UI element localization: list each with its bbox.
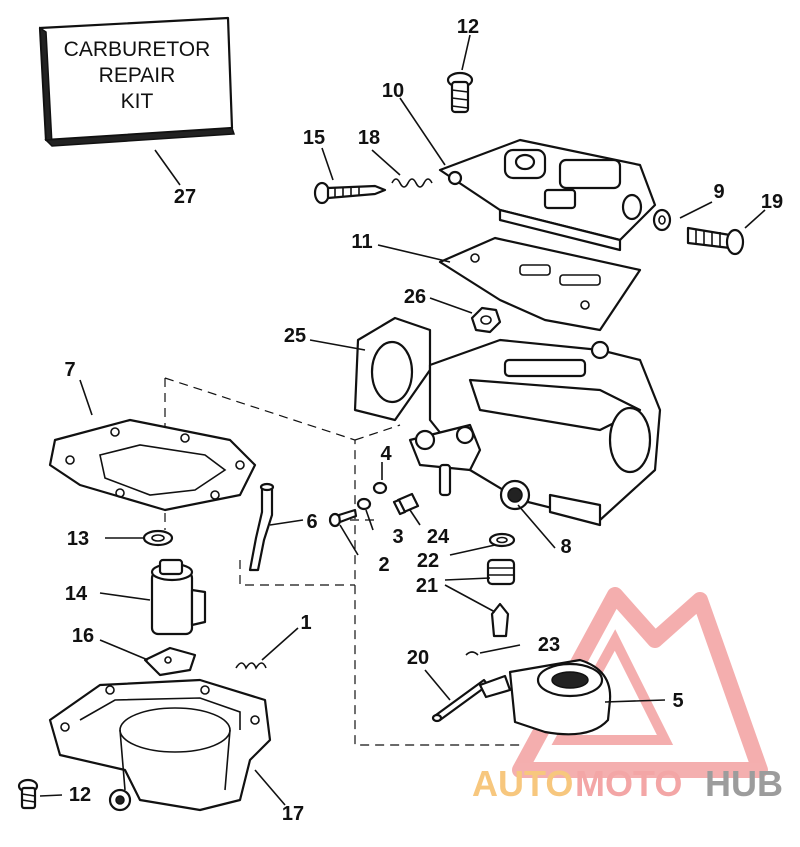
jet-24 — [392, 492, 420, 516]
spring-18 — [391, 178, 433, 188]
callout-24: 24 — [427, 526, 450, 548]
screw-19 — [686, 226, 745, 256]
callout-23: 23 — [538, 634, 560, 656]
callout-22: 22 — [417, 550, 439, 572]
callout-14: 14 — [65, 583, 88, 605]
washer-22 — [488, 532, 516, 548]
spring-1 — [235, 662, 267, 670]
callout-7: 7 — [64, 359, 75, 381]
callout-27: 27 — [174, 186, 196, 208]
kit-label-line3: KIT — [121, 90, 154, 113]
tube-6 — [248, 482, 275, 572]
callout-19: 19 — [761, 191, 783, 213]
callout-16: 16 — [72, 625, 94, 647]
callout-12-top: 12 — [457, 16, 479, 38]
callout-18: 18 — [358, 127, 380, 149]
carburetor-cover-10 — [438, 138, 657, 252]
needle-screw-15 — [313, 181, 387, 205]
washer-13 — [142, 529, 174, 547]
callout-21: 21 — [416, 575, 438, 597]
callout-25: 25 — [284, 325, 306, 347]
callout-10: 10 — [382, 80, 404, 102]
float-bowl-gasket-7 — [48, 418, 257, 512]
screw-2 — [328, 508, 358, 528]
callout-1: 1 — [300, 612, 311, 634]
callout-2: 2 — [378, 554, 389, 576]
gasket-11 — [438, 236, 642, 332]
clip-23 — [465, 651, 479, 656]
callout-26: 26 — [404, 286, 426, 308]
watermark-text: AUTO MOTO HUB — [472, 763, 783, 804]
callout-11: 11 — [351, 231, 372, 253]
float-bowl-17 — [48, 678, 272, 812]
flange-gasket-25 — [353, 316, 432, 422]
callout-8: 8 — [560, 536, 571, 558]
callout-4: 4 — [380, 443, 392, 465]
gasket-16 — [143, 646, 197, 677]
callout-17: 17 — [282, 803, 304, 825]
callout-13: 13 — [67, 528, 89, 550]
needle-seat-21 — [486, 558, 516, 638]
plunger-housing-14 — [150, 558, 207, 636]
callout-12-bottom: 12 — [69, 784, 91, 806]
watermark-moto: MOTO — [575, 763, 682, 804]
callout-20: 20 — [407, 647, 429, 669]
watermark-hub: HUB — [705, 763, 783, 804]
plug-4 — [372, 481, 388, 495]
callout-numbers: 12 10 15 18 9 19 11 26 25 27 7 6 4 3 2 2… — [64, 16, 783, 825]
leader-lines — [39, 34, 766, 806]
washer-9 — [652, 208, 672, 232]
callout-15: 15 — [303, 127, 325, 149]
repair-kit-box: CARBURETOR REPAIR KIT — [38, 16, 236, 147]
callout-5: 5 — [672, 690, 683, 712]
screw-12-bottom — [17, 778, 39, 810]
float-5 — [478, 658, 612, 736]
callout-9: 9 — [713, 181, 724, 203]
washer-3 — [356, 497, 372, 511]
kit-label-line1: CARBURETOR — [64, 38, 211, 61]
screw-12-top — [446, 71, 474, 114]
carburetor-body-8 — [408, 338, 662, 527]
nut-26 — [470, 306, 502, 334]
watermark-auto: AUTO — [472, 763, 573, 804]
callout-3: 3 — [392, 526, 403, 548]
callout-6: 6 — [306, 511, 317, 533]
kit-label-line2: REPAIR — [99, 64, 176, 87]
